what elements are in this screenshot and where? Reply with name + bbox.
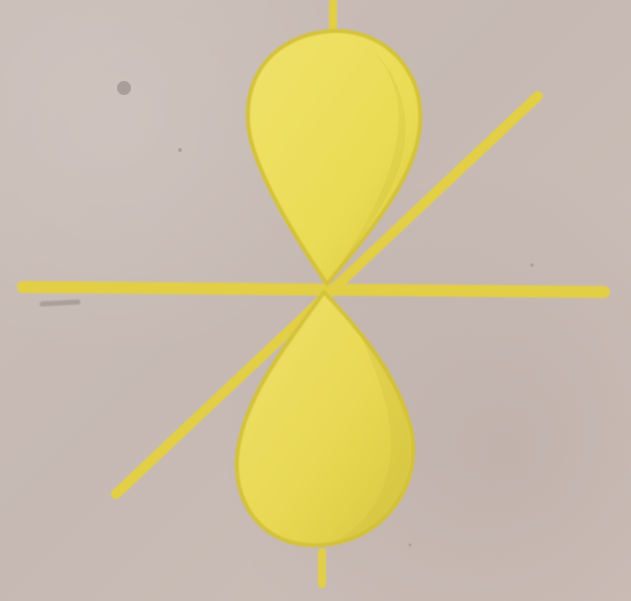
axis-mark-icon	[42, 302, 78, 304]
paper-spot	[178, 148, 182, 152]
paper-spot	[117, 81, 131, 95]
x-axis-line-icon	[23, 287, 604, 292]
paper-spot	[530, 263, 534, 267]
paper-spot	[409, 544, 412, 547]
